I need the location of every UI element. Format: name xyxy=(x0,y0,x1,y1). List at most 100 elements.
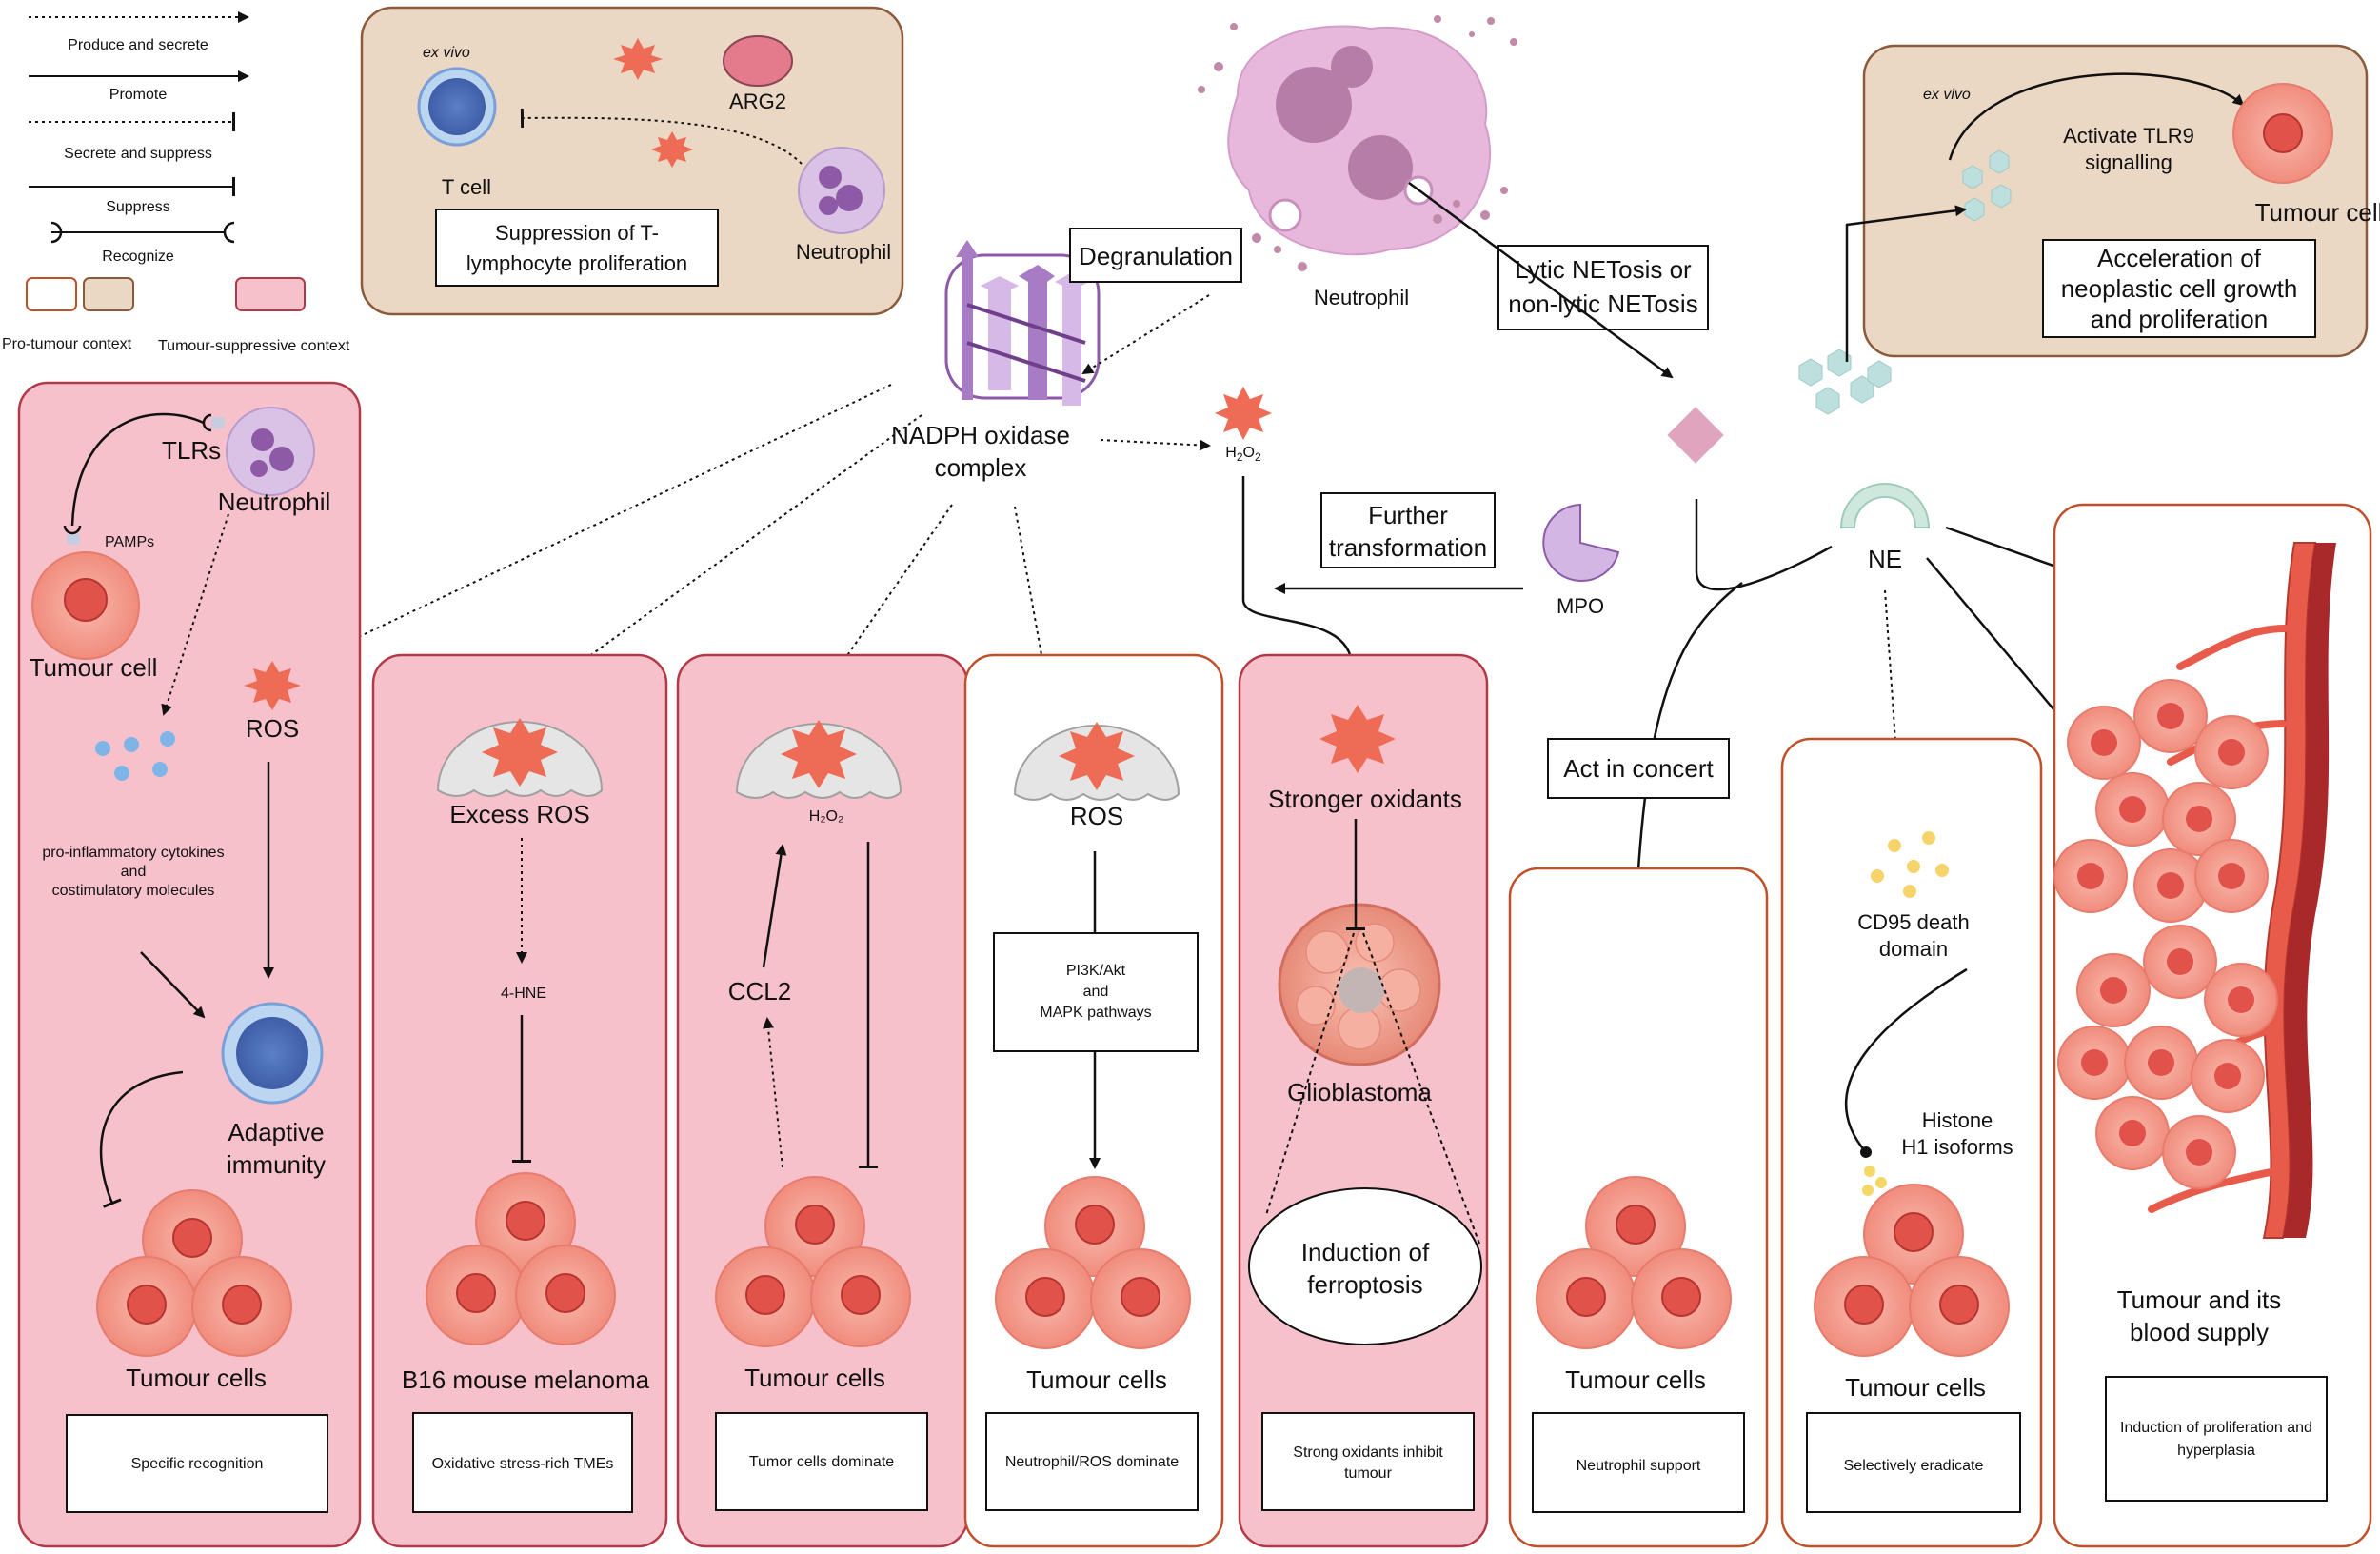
adaptive-line1: Adaptive xyxy=(228,1118,324,1146)
glioblastoma-label: Glioblastoma xyxy=(1287,1078,1432,1106)
caption-p8-line2: hyperplasia xyxy=(2177,1443,2255,1459)
hexagon-cluster-icon xyxy=(1962,149,2012,222)
hne-label: 4-HNE xyxy=(501,986,546,1002)
netosis-box xyxy=(1497,245,1709,330)
cells-label-p4: Tumour cells xyxy=(1026,1365,1167,1394)
pamps-receptor-icon xyxy=(67,533,80,545)
legend-promote: Promote xyxy=(109,87,168,103)
ros-label-p4: ROS xyxy=(1070,802,1123,830)
ex-vivo-label-left: ex vivo xyxy=(423,45,470,61)
panel-specific-recognition: TLRs Neutrophil PAMPs Tumour cell ROS pr… xyxy=(17,381,362,1548)
mpo-label: MPO xyxy=(1557,594,1604,618)
adaptive-line2: immunity xyxy=(227,1150,326,1179)
caption-tr-line3: and proliferation xyxy=(2091,305,2268,333)
tumour-cell-label-p1: Tumour cell xyxy=(30,653,158,682)
caption-box-tr xyxy=(2042,239,2316,338)
tumour-cluster-icon xyxy=(2053,679,2269,923)
caption-box-p1 xyxy=(66,1414,328,1513)
h2o2-center-label: H2O2 xyxy=(1225,445,1261,464)
tumour-cells-cluster-icon xyxy=(995,1176,1191,1349)
further-line1: Further xyxy=(1368,501,1448,529)
excess-ros-label: Excess ROS xyxy=(449,800,589,828)
cells-label-p6: Tumour cells xyxy=(1565,1365,1706,1394)
caption-p5-line1: Strong oxidants inhibit xyxy=(1293,1444,1443,1461)
tumour-cells-cluster-icon xyxy=(426,1172,616,1345)
tumour-cells-cluster-icon xyxy=(1536,1176,1732,1349)
cytokine-dots-icon xyxy=(95,731,175,781)
ros-icon xyxy=(613,38,663,80)
ferroptosis-ellipse xyxy=(1248,1187,1482,1345)
h2o2-label-p3: H₂O₂ xyxy=(809,808,843,825)
caption-box-p6 xyxy=(1532,1412,1745,1513)
nadph-label-line1: NADPH oxidase xyxy=(891,421,1070,449)
tumour-cells-cluster-icon xyxy=(1814,1184,2010,1357)
caption-p1: Specific recognition xyxy=(131,1456,264,1472)
ros-icon xyxy=(651,131,693,168)
tlrs-label: TLRs xyxy=(162,436,221,465)
neutrophil-label-p1: Neutrophil xyxy=(218,488,331,516)
cd95-line2: domain xyxy=(1879,937,1948,961)
neutrophil-label-top-left: Neutrophil xyxy=(796,240,891,264)
tumour-blood-line1: Tumour and its xyxy=(2117,1285,2281,1314)
act-in-concert-label: Act in concert xyxy=(1563,754,1714,783)
cells-label-p1: Tumour cells xyxy=(126,1364,267,1392)
activate-tlr9-line1: Activate TLR9 xyxy=(2063,124,2194,148)
histone-icon xyxy=(1862,1166,1887,1196)
histone-line2: H1 isoforms xyxy=(1901,1135,2013,1159)
cytokines-line1: pro-inflammatory cytokines xyxy=(42,845,224,861)
caption-box-p3 xyxy=(715,1412,928,1511)
degranulation-box xyxy=(1069,228,1242,283)
legend: Produce and secrete Promote Secrete and … xyxy=(2,11,350,354)
caption-box-tl xyxy=(435,209,719,287)
caption-tr-line2: neoplastic cell growth xyxy=(2061,274,2298,303)
panel-neutrophil-ros-dominate: ROS PI3K/Akt and MAPK pathways Tumour ce… xyxy=(963,653,1224,1548)
pathway-line3: MAPK pathways xyxy=(1040,1005,1151,1021)
caption-p3: Tumor cells dominate xyxy=(749,1454,894,1470)
legend-suppress: Suppress xyxy=(106,199,170,215)
caption-box-p2 xyxy=(412,1412,633,1513)
cytokines-line2: and xyxy=(121,864,147,880)
act-in-concert-box xyxy=(1547,738,1730,799)
further-transformation-box xyxy=(1320,492,1496,568)
tumour-cells-cluster-icon xyxy=(715,1176,911,1347)
ne-icon xyxy=(1839,483,1931,528)
legend-pro-swatch-tan xyxy=(83,277,134,311)
panel-strong-oxidants: Stronger oxidants Glioblastoma Induction… xyxy=(1238,653,1489,1548)
pamps-label: PAMPs xyxy=(105,534,154,550)
ex-vivo-label-right: ex vivo xyxy=(1923,87,1971,103)
caption-p6: Neutrophil support xyxy=(1577,1458,1701,1474)
top-right-box: ex vivo Activate TLR9 signalling Tumour … xyxy=(1862,44,2380,358)
ferroptosis-line2: ferroptosis xyxy=(1307,1270,1422,1299)
tumour-cluster-icon xyxy=(2057,925,2278,1189)
cd95-dots-icon xyxy=(1871,831,1949,898)
hexagon-cluster-icon xyxy=(1798,349,1892,415)
cells-label-p3: Tumour cells xyxy=(744,1364,885,1392)
cd95-line1: CD95 death xyxy=(1857,910,1969,934)
center-neutrophil: Neutrophil xyxy=(1198,15,1517,309)
legend-tumour-suppressive: Tumour-suppressive context xyxy=(158,338,350,354)
panel-tumor-dominate: H₂O₂ CCL2 Tumour cells Tumor cells domin… xyxy=(676,653,969,1548)
legend-pro-swatch-white xyxy=(26,277,77,311)
legend-suppressive-swatch xyxy=(235,277,306,311)
arg2-icon xyxy=(723,35,793,87)
tumour-cells-cluster-icon xyxy=(96,1189,292,1357)
caption-box-p8 xyxy=(2105,1376,2328,1502)
ros-icon xyxy=(482,718,558,787)
caption-p5-line2: tumour xyxy=(1344,1465,1392,1482)
cells-label-p2: B16 mouse melanoma xyxy=(402,1365,650,1394)
top-left-box: ex vivo T cell ARG2 Neutrophil Suppressi… xyxy=(360,6,904,316)
caption-tr-line1: Acceleration of xyxy=(2097,244,2262,272)
caption-p8-line1: Induction of proliferation and xyxy=(2120,1420,2312,1436)
cytokines-line3: costimulatory molecules xyxy=(52,883,215,899)
cells-label-p7: Tumour cells xyxy=(1845,1373,1986,1402)
caption-tl-line1: Suppression of T- xyxy=(495,221,659,245)
ros-icon xyxy=(1215,387,1272,440)
pathway-line2: and xyxy=(1083,984,1109,1000)
panel-oxidative-tme: Excess ROS 4-HNE B16 mouse melanoma Oxid… xyxy=(371,653,668,1548)
legend-recognize: Recognize xyxy=(102,249,174,265)
ros-icon xyxy=(244,661,301,710)
ros-icon xyxy=(1059,722,1135,790)
t-cell-label: T cell xyxy=(442,175,491,199)
ros-label-p1: ROS xyxy=(246,714,299,743)
ros-icon xyxy=(781,720,857,788)
